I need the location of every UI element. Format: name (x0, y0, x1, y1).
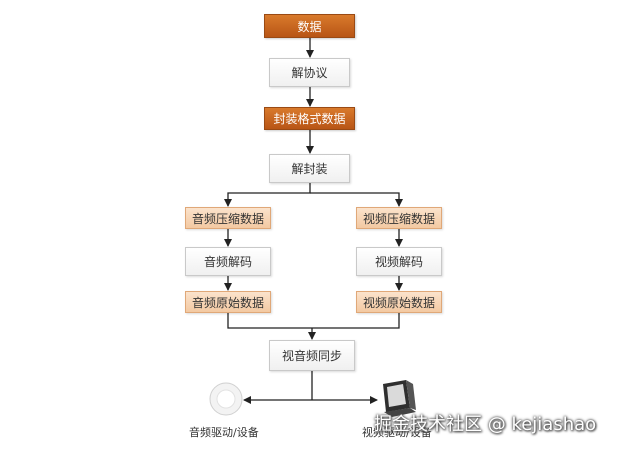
video-device-label: 视频驱动/设备 (362, 426, 432, 439)
split-line-right (310, 192, 403, 207)
node-av-sync: 视音频同步 (269, 340, 355, 371)
node-data: 数据 (264, 14, 355, 38)
node-container-data: 封装格式数据 (264, 107, 355, 130)
node-demux: 解封装 (269, 154, 350, 183)
node-video-raw: 视频原始数据 (356, 291, 442, 313)
split-line (224, 183, 311, 207)
node-deprotocol: 解协议 (269, 58, 350, 87)
node-audio-compressed: 音频压缩数据 (185, 207, 271, 229)
node-audio-raw: 音频原始数据 (185, 291, 271, 313)
merge-line (227, 313, 400, 329)
node-audio-decode: 音频解码 (185, 247, 271, 276)
watermark: 掘金技术社区 @ kejiashao (374, 414, 597, 435)
speaker-icon (209, 382, 243, 416)
audio-device-label: 音频驱动/设备 (189, 426, 259, 439)
node-video-decode: 视频解码 (356, 247, 442, 276)
node-video-compressed: 视频压缩数据 (356, 207, 442, 229)
monitor-icon (383, 380, 416, 417)
